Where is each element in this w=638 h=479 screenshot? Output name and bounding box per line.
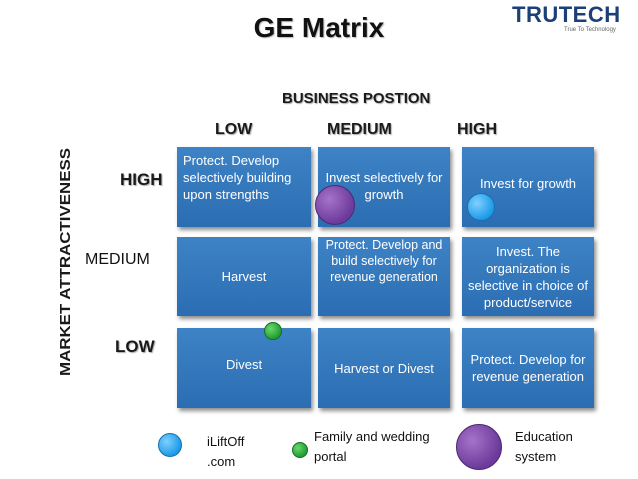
cell-low-low: Divest <box>177 328 311 408</box>
logo-wordmark: TRUTECH <box>512 2 621 27</box>
legend-family-wedding-label: Family and wedding portal <box>314 429 430 464</box>
legend-blue-dot <box>158 433 182 457</box>
cell-low-high: Protect. Develop for revenue generation <box>462 328 594 408</box>
column-header-medium: MEDIUM <box>327 121 392 138</box>
column-header-high: HIGH <box>457 121 497 138</box>
cell-text: Protect. Develop and build selectively f… <box>325 238 443 284</box>
logo-tagline: True To Technology <box>564 27 616 33</box>
education-system-marker <box>315 185 355 225</box>
legend-education-label: Education system <box>515 429 573 464</box>
cell-text: Invest. The organization is selective in… <box>468 243 588 310</box>
iliftoff-marker <box>467 193 495 221</box>
cell-text: Invest for growth <box>479 176 577 191</box>
market-attractiveness-axis: MARKET ATTRACTIVENESS <box>57 148 74 376</box>
column-header-low: LOW <box>215 121 253 138</box>
business-position-label: BUSINESS POSTION <box>282 90 431 107</box>
cell-text: Invest selectively for growth <box>325 170 443 202</box>
cell-low-medium: Harvest or Divest <box>318 328 450 408</box>
cell-high-low: Protect. Develop selectively building up… <box>177 147 311 227</box>
row-header-high: HIGH <box>120 170 163 189</box>
row-header-medium: MEDIUM <box>85 251 150 268</box>
cell-text: Harvest or Divest <box>334 360 434 376</box>
legend-green-dot <box>292 442 308 458</box>
cell-text: Harvest <box>221 269 267 284</box>
market-attractiveness-label: MARKET ATTRACTIVENESS <box>57 148 74 376</box>
cell-medium-high: Invest. The organization is selective in… <box>462 237 594 316</box>
cell-medium-low: Harvest <box>177 237 311 316</box>
cell-text: Divest <box>225 357 263 372</box>
legend-iliftoff-label: iLiftOff .com <box>207 434 245 469</box>
cell-text: Protect. Develop for revenue generation <box>470 352 586 384</box>
cell-text: Protect. Develop selectively building up… <box>183 153 292 202</box>
page-title: GE Matrix <box>253 12 385 43</box>
trutech-logo: TRUTECH True To Technology <box>512 2 634 38</box>
row-header-low: LOW <box>115 337 155 356</box>
family-wedding-portal-marker <box>264 322 282 340</box>
legend-purple-dot <box>456 424 502 470</box>
cell-medium-medium: Protect. Develop and build selectively f… <box>318 237 450 316</box>
